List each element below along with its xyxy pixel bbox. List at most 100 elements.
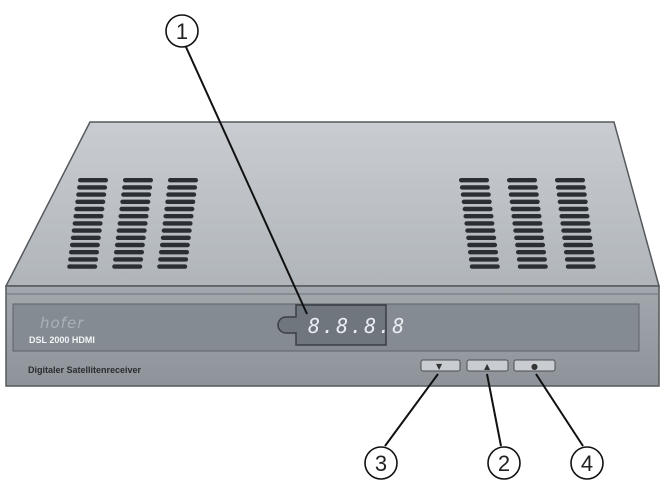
vent-slot (76, 192, 107, 197)
vent-slot (562, 235, 593, 240)
vent-slot (463, 214, 494, 219)
vent-slot (466, 235, 497, 240)
vent-slot (507, 178, 537, 183)
vent-slot (158, 257, 189, 262)
vent-slot (115, 235, 146, 240)
vent-slot (71, 228, 102, 233)
vent-slot (69, 242, 100, 248)
vent-slot (467, 242, 498, 248)
vent-slot (513, 228, 544, 233)
callout-2: 2 (487, 446, 521, 480)
vent-slot (119, 206, 150, 212)
vent-slot (78, 178, 108, 183)
callout-line-4 (535, 373, 584, 447)
vent-slot (515, 242, 546, 248)
vent-slot (560, 221, 591, 226)
display-window (277, 304, 387, 346)
vent-slot (512, 221, 543, 226)
vent-slot (556, 192, 587, 197)
vent-slot (74, 206, 105, 212)
vent-slot (166, 192, 197, 197)
vent-slot (159, 250, 189, 255)
callout-number-3: 3 (375, 451, 387, 476)
callout-3: 3 (364, 446, 398, 480)
vent-slot (563, 242, 594, 248)
callout-number-1: 1 (176, 19, 188, 44)
vent-slot (459, 185, 490, 190)
down-button[interactable] (420, 359, 461, 372)
vent-slot (163, 214, 194, 219)
vent-slot (120, 199, 151, 204)
callout-1: 1 (165, 14, 199, 48)
vent-slot (558, 206, 589, 212)
vent-slot (561, 228, 592, 233)
callout-line-3 (384, 373, 439, 447)
vent-slot (67, 264, 98, 269)
vent-slot (516, 257, 547, 262)
vent-slot (165, 199, 196, 204)
callout-line-2 (486, 373, 502, 447)
vent-slot (468, 250, 498, 255)
vent-slot (123, 178, 153, 183)
vent-slot (462, 206, 493, 212)
vent-slot (73, 214, 104, 219)
vent-slot (114, 242, 145, 248)
power-dot-icon: ● (531, 362, 538, 371)
vent-slot (112, 264, 143, 269)
vent-slot (559, 214, 590, 219)
vent-slot (168, 178, 198, 183)
vent-slot (116, 228, 147, 233)
vent-slot (469, 264, 500, 269)
vent-slots (67, 178, 596, 269)
standby-button[interactable] (513, 359, 556, 372)
vent-slot (77, 185, 108, 190)
vent-slot (555, 178, 585, 183)
vent-slot (465, 228, 496, 233)
vent-slot (507, 185, 538, 190)
vent-slot (564, 250, 594, 255)
callout-number-2: 2 (498, 451, 510, 476)
vent-slot (159, 242, 190, 248)
vent-slot (460, 192, 491, 197)
brand-logo: hofer (40, 314, 84, 332)
vent-slot (114, 250, 144, 255)
vent-slot (516, 250, 546, 255)
vent-slot (157, 264, 188, 269)
vent-slot (70, 235, 101, 240)
up-button[interactable] (466, 359, 509, 372)
vent-slot (565, 264, 596, 269)
vent-slot (68, 257, 99, 262)
vent-slot (510, 206, 541, 212)
vent-slot (508, 192, 539, 197)
callout-4: 4 (570, 446, 604, 480)
vent-slot (122, 185, 153, 190)
vent-slot (121, 192, 152, 197)
vent-slot (459, 178, 489, 183)
vent-slot (511, 214, 542, 219)
vent-slot (75, 199, 106, 204)
device-description: Digitaler Satellitenreceiver (28, 365, 142, 375)
vent-slot (117, 221, 148, 226)
vent-slot (468, 257, 499, 262)
arrow-down-icon: ▼ (436, 362, 443, 371)
vent-slot (113, 257, 144, 262)
segment-display: 8.8.8.8 (308, 314, 406, 338)
vent-slot (118, 214, 149, 219)
arrow-up-icon: ▲ (484, 362, 491, 371)
vent-slot (517, 264, 548, 269)
vent-slot (72, 221, 103, 226)
vent-slot (557, 199, 588, 204)
vent-slot (161, 228, 192, 233)
callout-number-4: 4 (581, 451, 593, 476)
model-label: DSL 2000 HDMI (29, 335, 95, 345)
vent-slot (564, 257, 595, 262)
vent-slot (69, 250, 99, 255)
vent-slot (555, 185, 586, 190)
vent-slot (164, 206, 195, 212)
vent-slot (167, 185, 198, 190)
callout-line-1 (185, 46, 308, 315)
vent-slot (461, 199, 492, 204)
vent-slot (514, 235, 545, 240)
